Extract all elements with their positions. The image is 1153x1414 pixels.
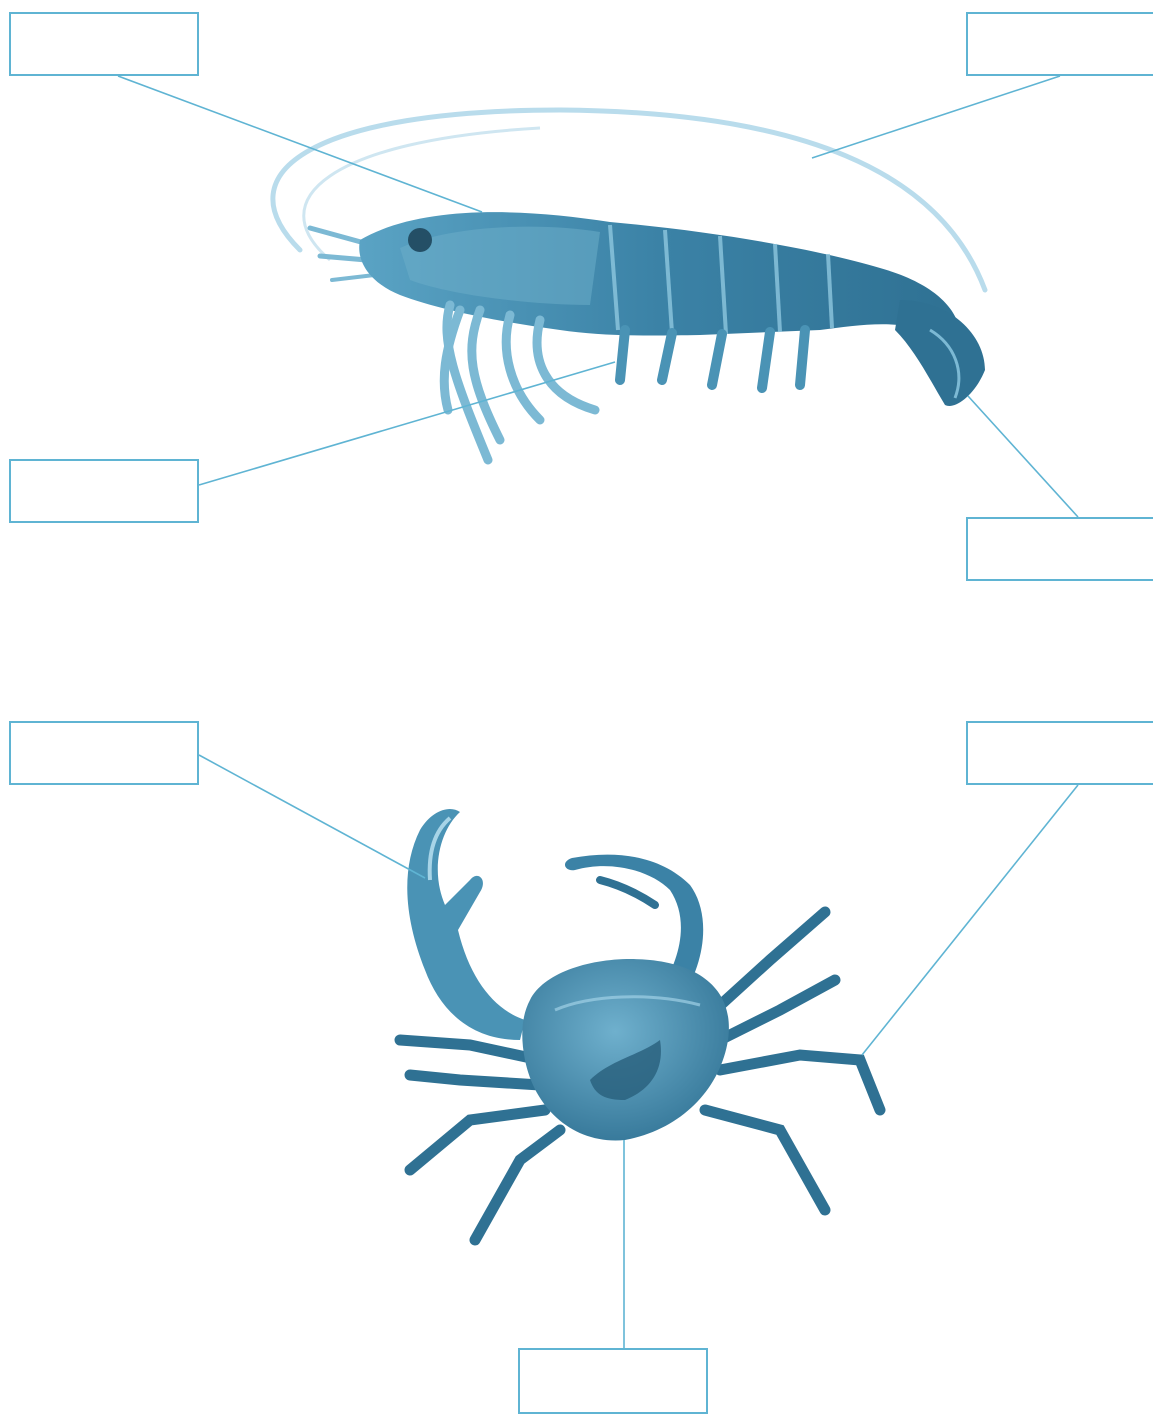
shrimp-label-input-top-left[interactable]: [11, 13, 197, 75]
crab-label-box-upper-right[interactable]: [966, 721, 1153, 785]
crab-left-claw: [407, 809, 525, 1040]
crab-illustration: [400, 809, 880, 1240]
shrimp-label-box-mid-left[interactable]: [9, 459, 199, 523]
crab-label-input-bottom[interactable]: [520, 1349, 706, 1413]
shrimp-tail: [895, 300, 985, 406]
crab-label-box-bottom[interactable]: [518, 1348, 708, 1414]
shrimp-eye: [408, 228, 432, 252]
leader-crab-upper-left: [199, 755, 425, 878]
crab-label-input-upper-left[interactable]: [11, 722, 197, 784]
shrimp-label-box-top-right[interactable]: [966, 12, 1153, 76]
shrimp-label-box-top-left[interactable]: [9, 12, 199, 76]
shrimp-label-input-mid-left[interactable]: [11, 460, 197, 522]
shrimp-illustration: [273, 110, 985, 460]
crab-label-box-upper-left[interactable]: [9, 721, 199, 785]
crab-carapace: [522, 959, 729, 1140]
leader-shrimp-mid-right: [968, 396, 1078, 517]
shrimp-label-input-top-right[interactable]: [968, 13, 1153, 75]
leader-shrimp-top-right: [812, 76, 1060, 158]
leader-crab-upper-right: [862, 785, 1078, 1055]
leader-shrimp-top-left: [118, 76, 482, 212]
crab-label-input-upper-right[interactable]: [968, 722, 1153, 784]
leader-shrimp-mid-left: [199, 362, 615, 485]
shrimp-label-box-mid-right[interactable]: [966, 517, 1153, 581]
shrimp-label-input-mid-right[interactable]: [968, 518, 1153, 580]
